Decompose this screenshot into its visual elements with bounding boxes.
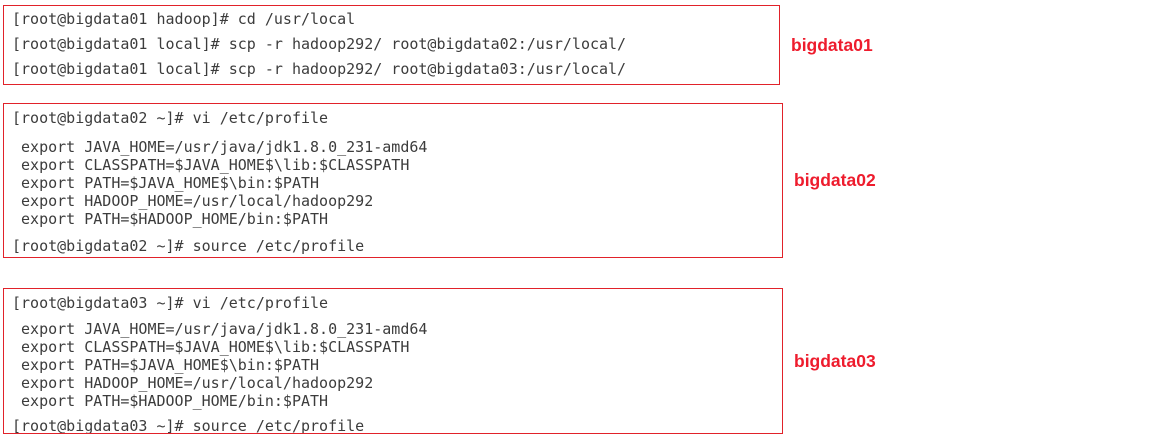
host-label-bigdata01: bigdata01 bbox=[791, 34, 873, 55]
terminal-box-bigdata03: [root@bigdata03 ~]# vi /etc/profile expo… bbox=[3, 288, 783, 434]
export-line: export HADOOP_HOME=/usr/local/hadoop292 bbox=[12, 374, 374, 392]
export-block: export JAVA_HOME=/usr/java/jdk1.8.0_231-… bbox=[12, 320, 776, 410]
export-line: export CLASSPATH=$JAVA_HOME$\lib:$CLASSP… bbox=[12, 338, 410, 356]
section-bigdata02: [root@bigdata02 ~]# vi /etc/profile expo… bbox=[3, 103, 1154, 258]
export-line: export HADOOP_HOME=/usr/local/hadoop292 bbox=[12, 192, 374, 210]
host-label-bigdata02: bigdata02 bbox=[794, 170, 876, 190]
export-line: export CLASSPATH=$JAVA_HOME$\lib:$CLASSP… bbox=[12, 156, 410, 174]
export-line: export JAVA_HOME=/usr/java/jdk1.8.0_231-… bbox=[12, 320, 428, 338]
terminal-box-bigdata01: [root@bigdata01 hadoop]# cd /usr/local [… bbox=[3, 5, 780, 85]
terminal-box-bigdata02: [root@bigdata02 ~]# vi /etc/profile expo… bbox=[3, 103, 783, 258]
export-block: export JAVA_HOME=/usr/java/jdk1.8.0_231-… bbox=[12, 138, 776, 228]
export-line: export JAVA_HOME=/usr/java/jdk1.8.0_231-… bbox=[12, 138, 428, 156]
section-bigdata01: [root@bigdata01 hadoop]# cd /usr/local [… bbox=[3, 5, 1154, 85]
terminal-line: [root@bigdata03 ~]# vi /etc/profile bbox=[12, 294, 329, 312]
terminal-line: [root@bigdata02 ~]# vi /etc/profile bbox=[12, 109, 329, 127]
terminal-line: [root@bigdata01 local]# scp -r hadoop292… bbox=[12, 35, 627, 53]
terminal-line: [root@bigdata02 ~]# source /etc/profile bbox=[12, 237, 365, 255]
export-line: export PATH=$JAVA_HOME$\bin:$PATH bbox=[12, 174, 320, 192]
terminal-line: [root@bigdata01 local]# scp -r hadoop292… bbox=[12, 60, 627, 78]
export-line: export PATH=$HADOOP_HOME/bin:$PATH bbox=[12, 210, 329, 228]
section-bigdata03: [root@bigdata03 ~]# vi /etc/profile expo… bbox=[3, 288, 1154, 434]
host-label-bigdata03: bigdata03 bbox=[794, 350, 876, 371]
export-line: export PATH=$HADOOP_HOME/bin:$PATH bbox=[12, 392, 329, 410]
terminal-line: [root@bigdata01 hadoop]# cd /usr/local bbox=[12, 10, 356, 28]
terminal-line: [root@bigdata03 ~]# source /etc/profile bbox=[12, 417, 365, 434]
export-line: export PATH=$JAVA_HOME$\bin:$PATH bbox=[12, 356, 320, 374]
